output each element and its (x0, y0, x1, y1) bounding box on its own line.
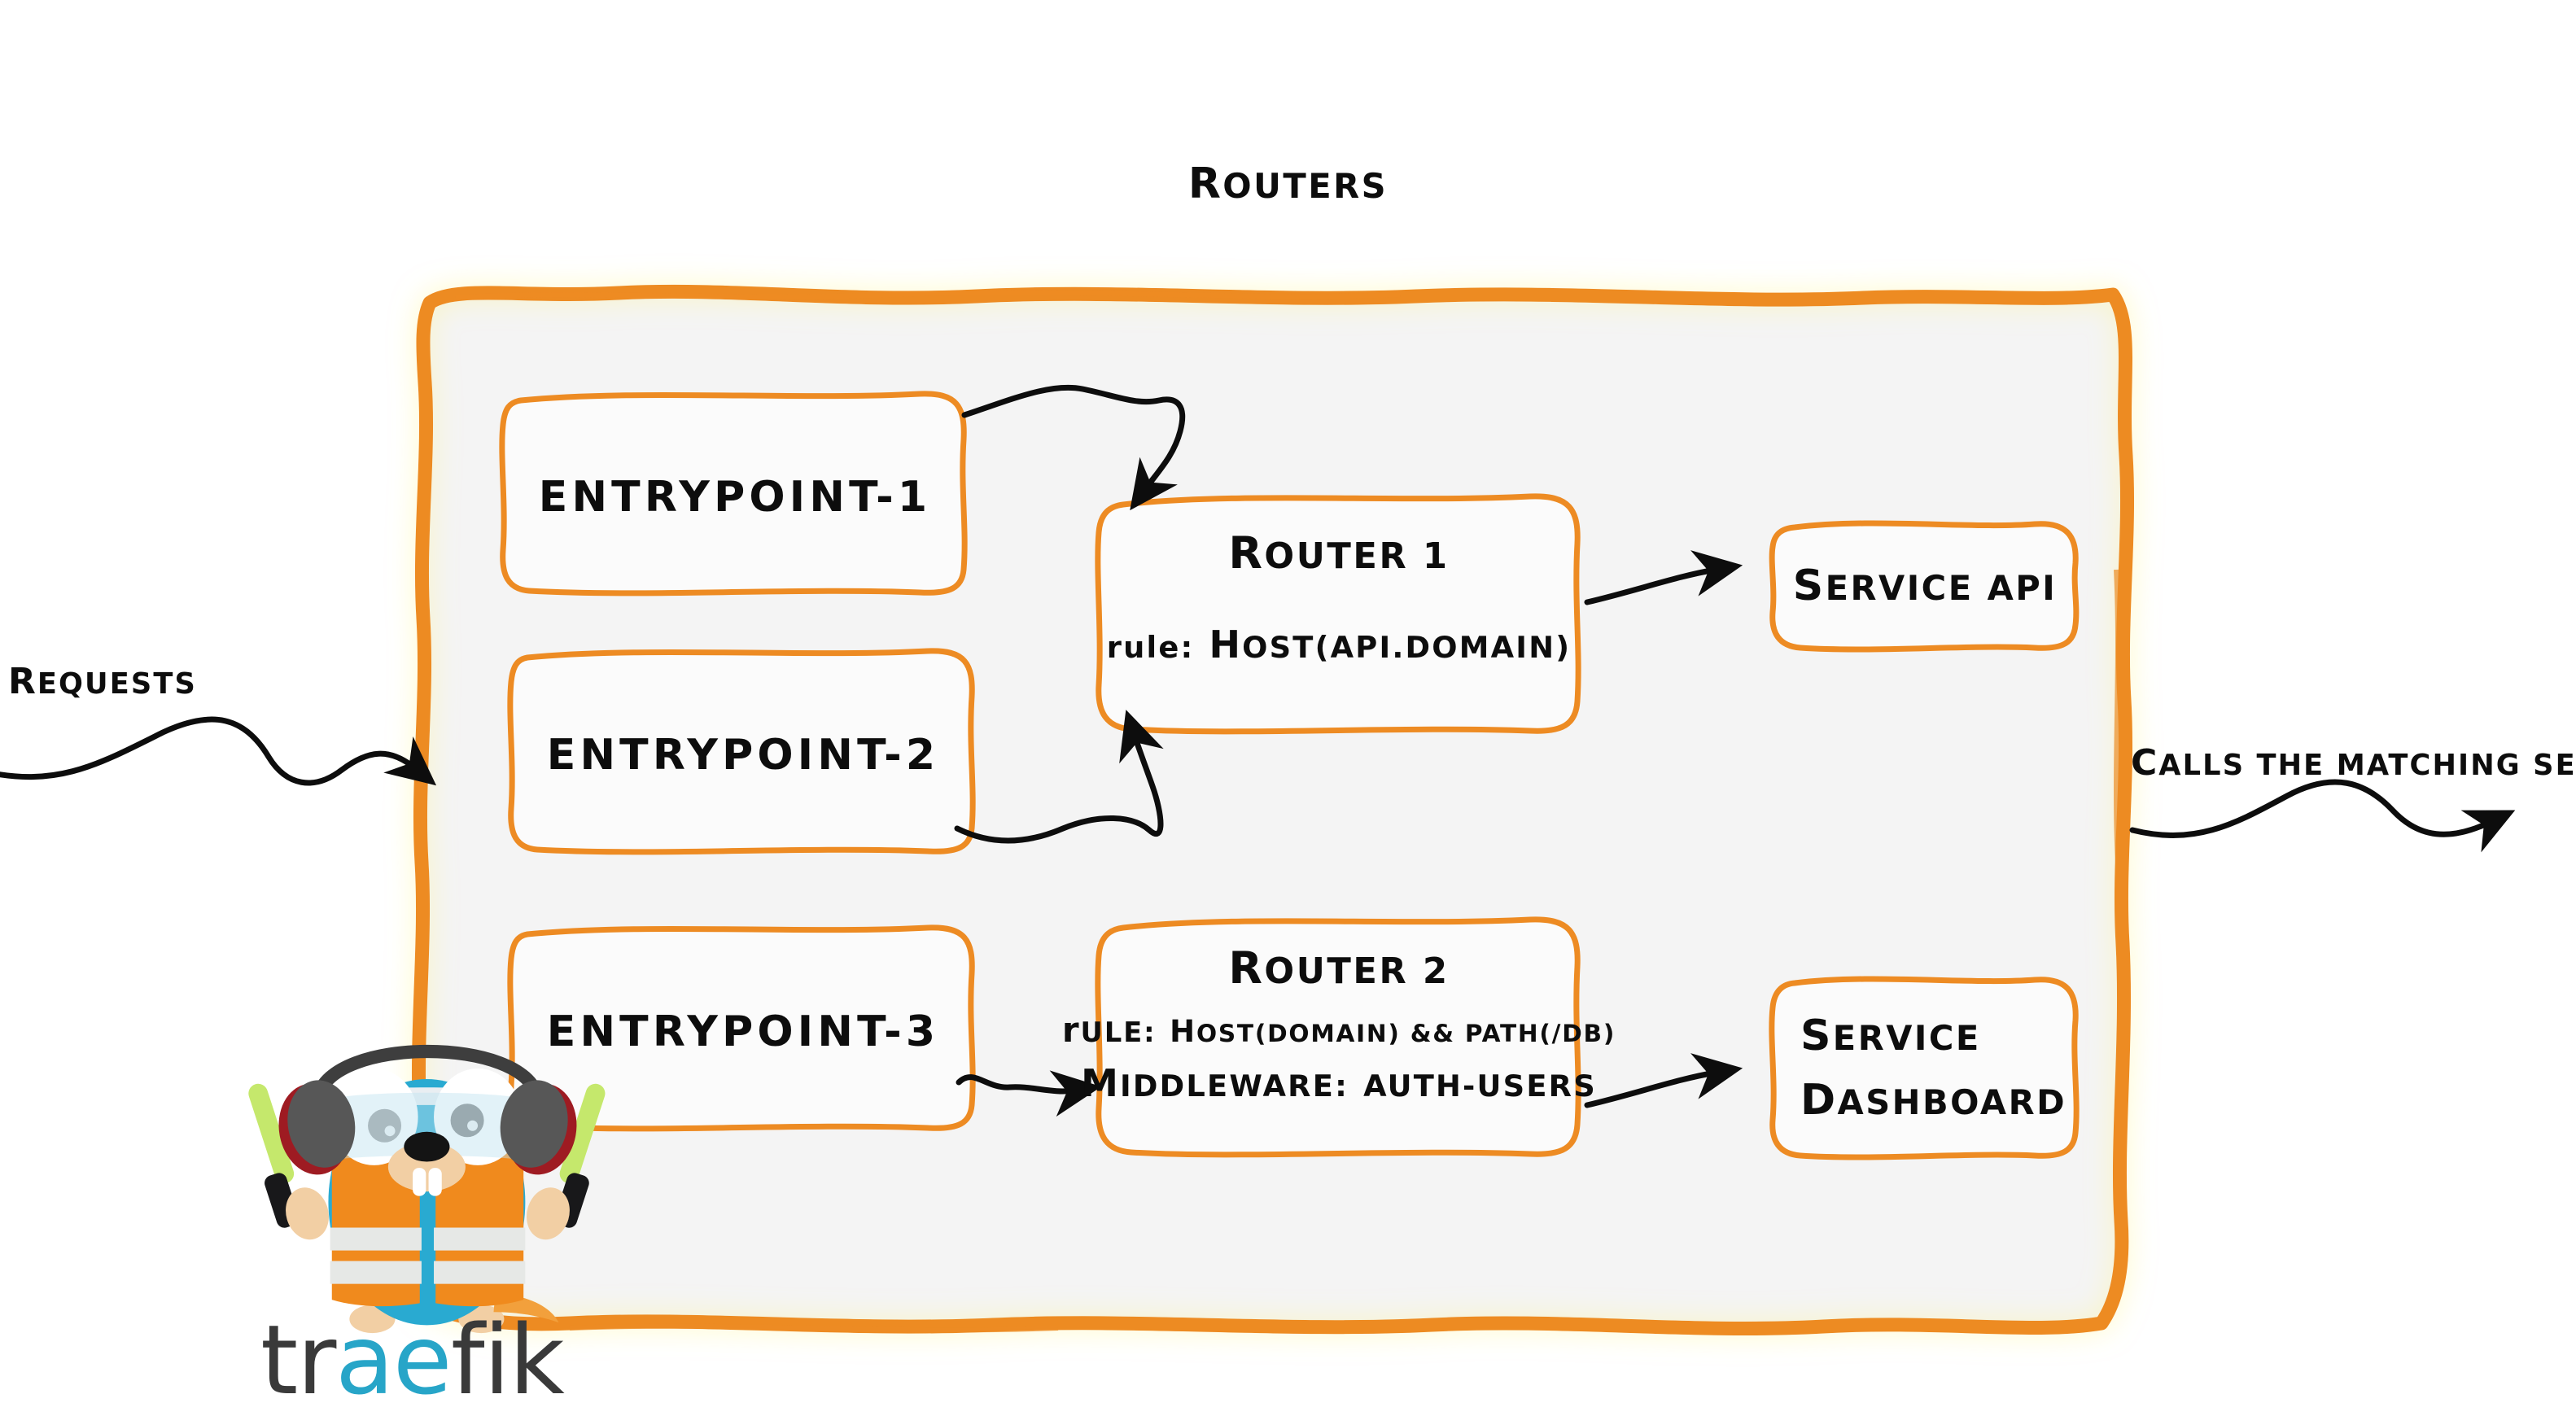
arrow-entrypoint3-to-router2 (956, 1070, 1102, 1117)
traefik-gopher-mascot (248, 1044, 606, 1334)
entrypoint-box-2[interactable] (507, 648, 976, 855)
arrow-router1-to-service-api (1584, 550, 1743, 605)
entrypoint-box-3[interactable] (507, 924, 976, 1132)
arrow-router2-to-service-dashboard (1584, 1053, 1743, 1108)
arrow-calls-matching-server (2129, 779, 2516, 853)
service-box-dashboard[interactable] (1769, 976, 2080, 1160)
arrow-entrypoint1-to-router1 (961, 384, 1186, 511)
router-box-2[interactable] (1095, 916, 1581, 1158)
arrow-requests-in (0, 716, 437, 786)
entrypoint-box-1[interactable] (499, 391, 968, 597)
router-box-1[interactable] (1095, 493, 1581, 735)
arrow-entrypoint2-to-router1 (954, 710, 1164, 844)
service-box-api[interactable] (1769, 520, 2080, 653)
